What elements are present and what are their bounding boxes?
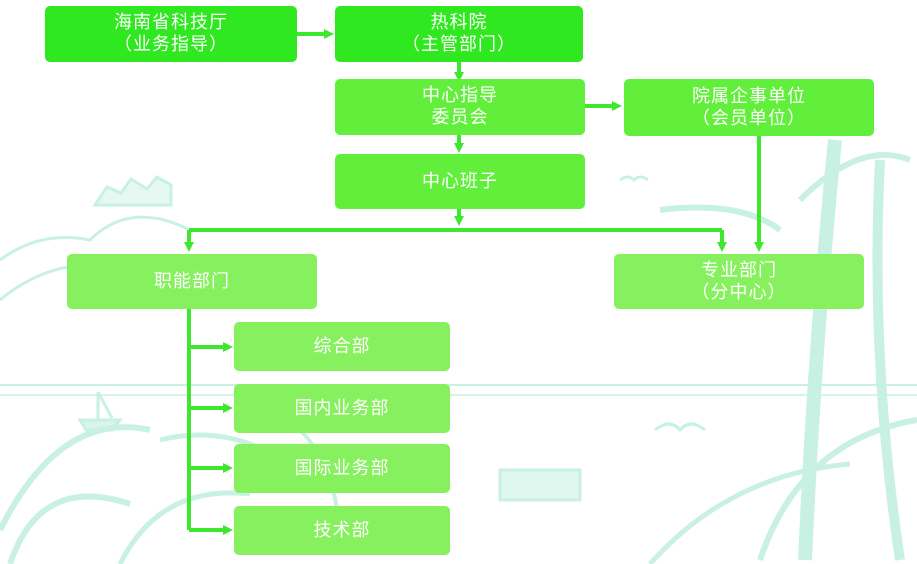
- node-professional-title: 专业部门: [701, 259, 777, 281]
- node-committee-line1: 中心指导: [422, 85, 498, 106]
- node-domestic-title: 国内业务部: [294, 397, 390, 419]
- node-general-title: 综合部: [313, 335, 371, 357]
- node-general: 综合部: [234, 322, 450, 371]
- node-technical: 技术部: [234, 506, 450, 555]
- node-functional: 职能部门: [67, 254, 317, 309]
- node-rekeyuan-subtitle: （主管部门）: [402, 34, 516, 55]
- node-international-title: 国际业务部: [294, 457, 390, 479]
- node-professional: 专业部门 （分中心）: [614, 254, 864, 309]
- node-domestic: 国内业务部: [234, 384, 450, 433]
- node-leadership: 中心班子: [335, 154, 585, 209]
- node-leadership-title: 中心班子: [422, 170, 498, 192]
- node-functional-title: 职能部门: [154, 270, 230, 292]
- node-hainan-dept-subtitle: （业务指导）: [114, 34, 228, 55]
- node-professional-subtitle: （分中心）: [691, 281, 787, 303]
- node-rekeyuan: 热科院 （主管部门）: [335, 6, 583, 62]
- node-technical-title: 技术部: [313, 519, 371, 541]
- node-hainan-dept-title: 海南省科技厅: [114, 12, 228, 33]
- node-member-units: 院属企事单位 （会员单位）: [624, 79, 874, 136]
- node-committee-line2: 委员会: [431, 107, 489, 128]
- node-committee: 中心指导 委员会: [335, 79, 585, 135]
- node-member-units-title: 院属企事单位: [692, 85, 806, 107]
- node-international: 国际业务部: [234, 444, 450, 493]
- node-hainan-dept: 海南省科技厅 （业务指导）: [45, 6, 297, 62]
- node-member-units-subtitle: （会员单位）: [692, 107, 806, 129]
- node-rekeyuan-title: 热科院: [430, 12, 488, 33]
